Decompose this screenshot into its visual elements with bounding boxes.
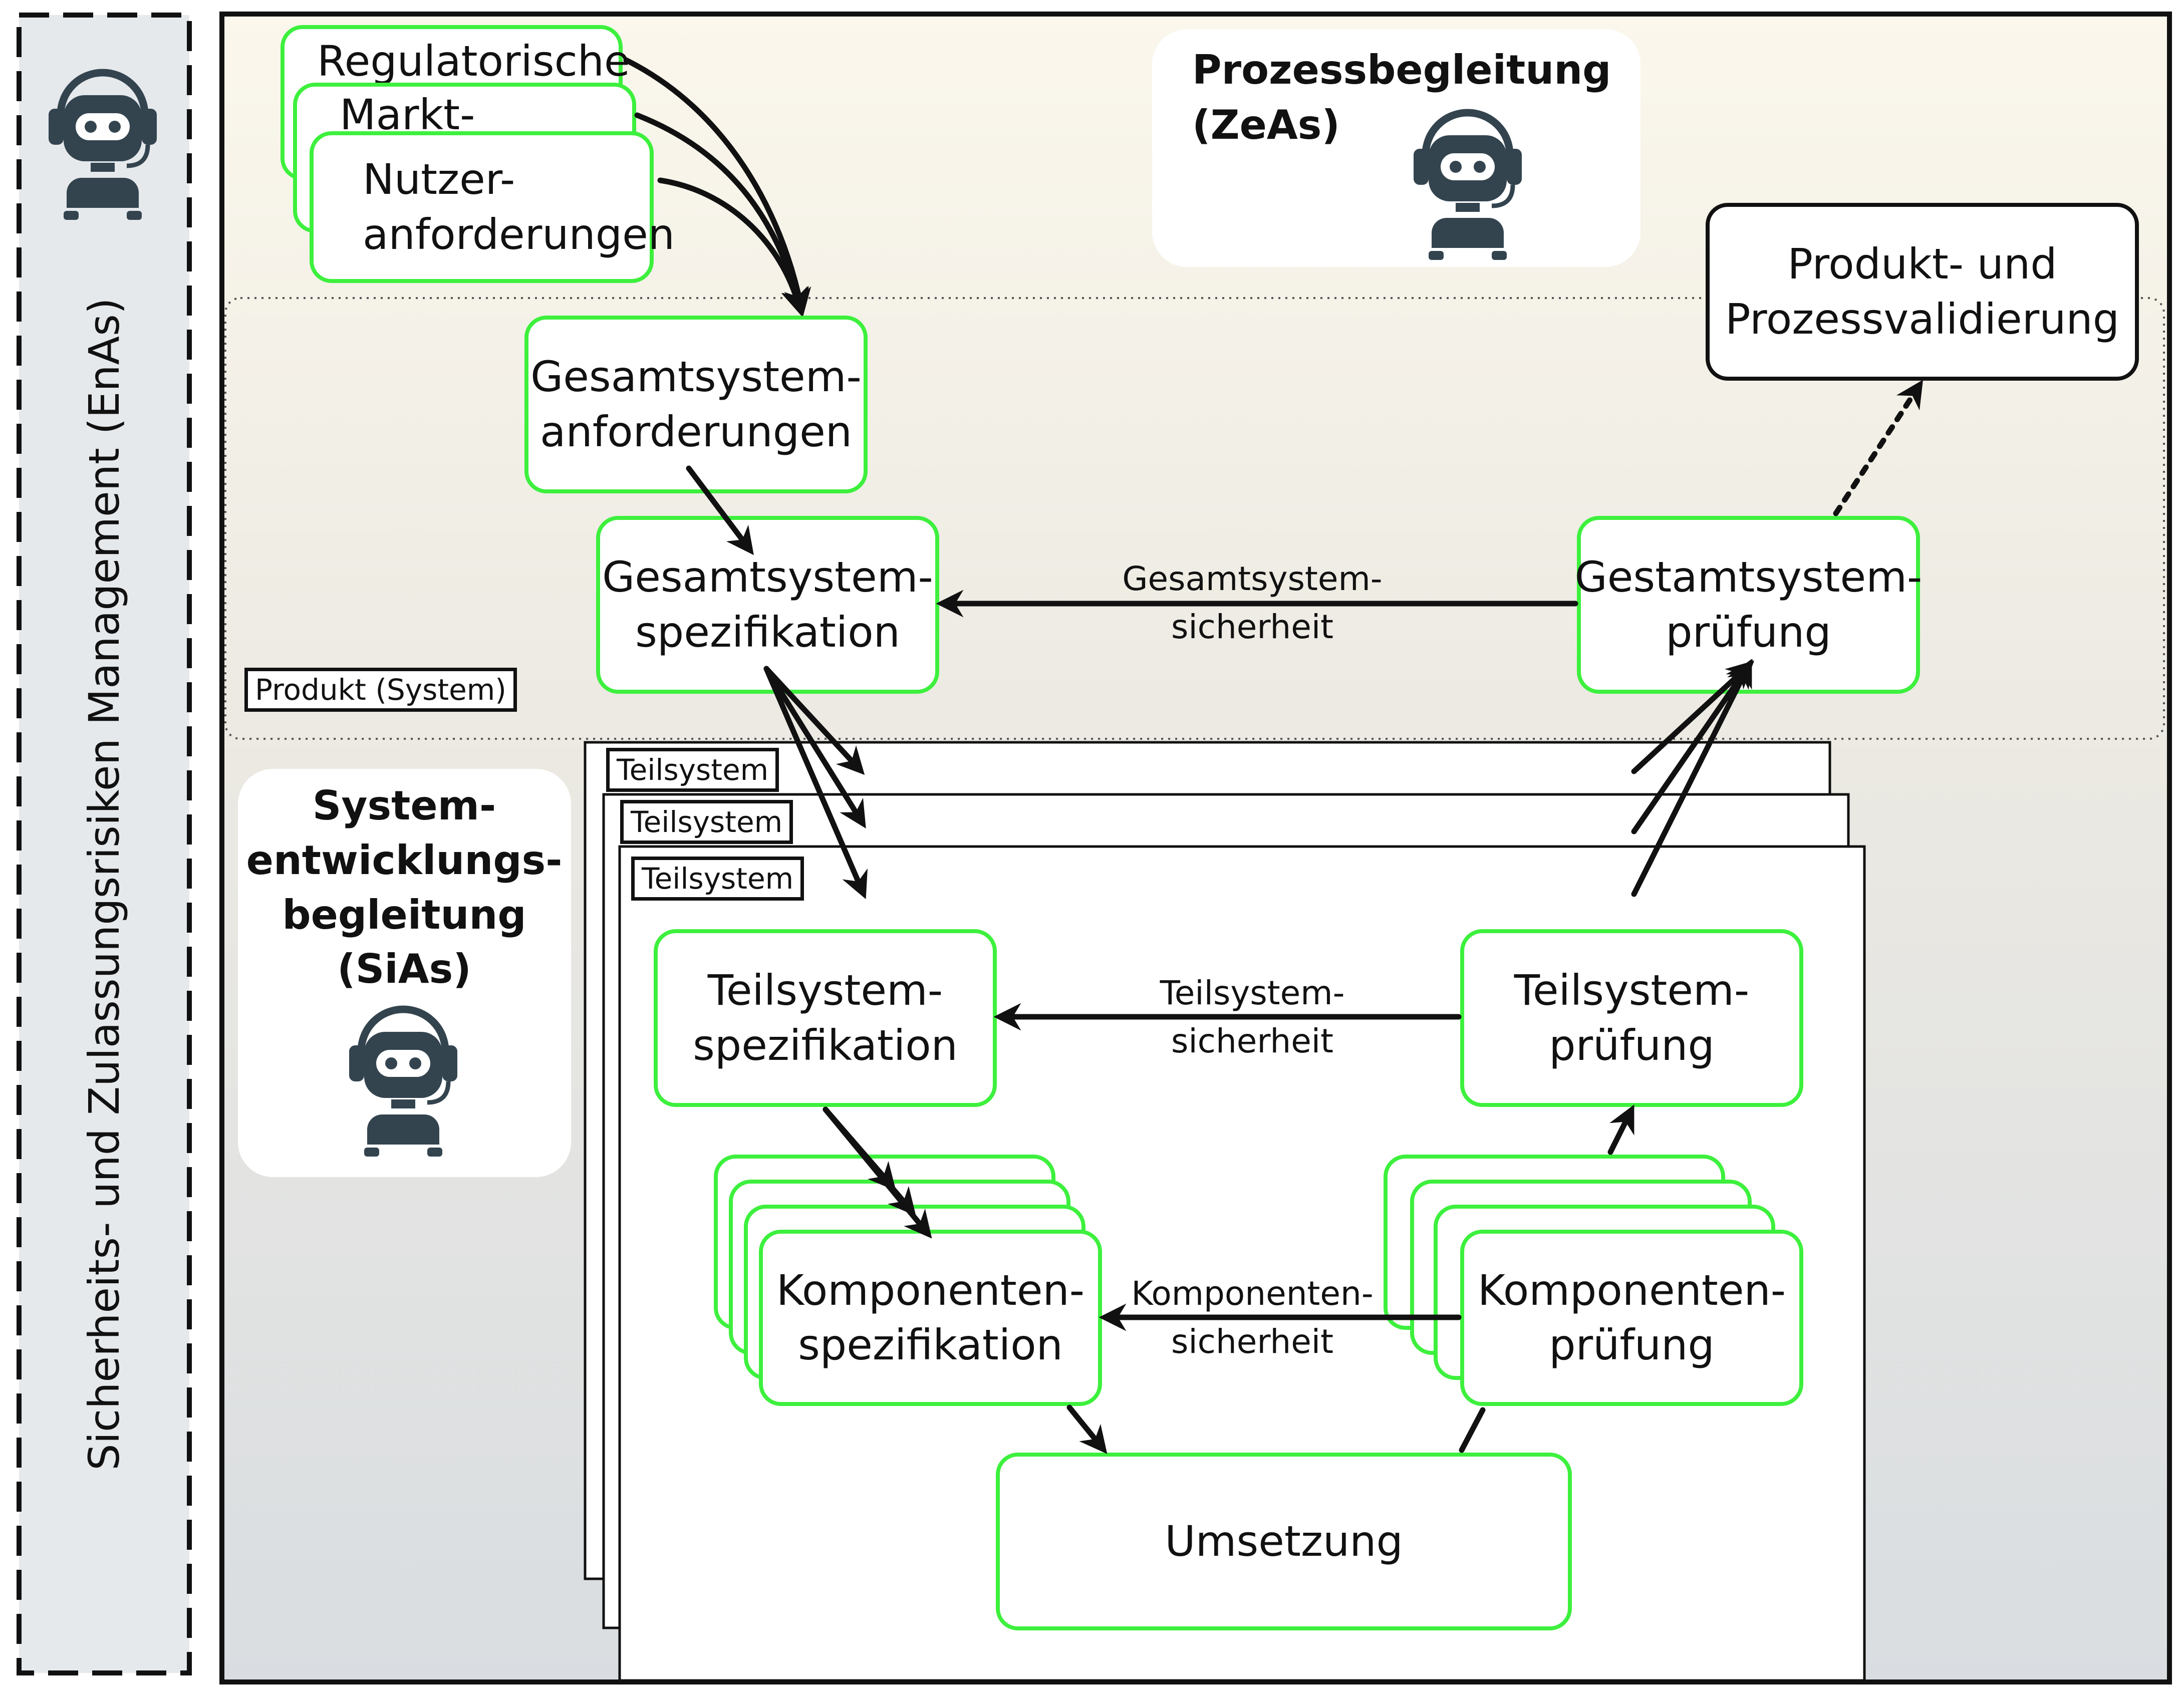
prozessbegleitung-card <box>1152 29 1641 267</box>
produkt-system-tag: Produkt (System) <box>244 668 517 712</box>
komponentensicherheit-line2: sicherheit <box>1171 1322 1334 1361</box>
gesamtsystem-spezifikation-box: Gesamtsystem- spezifikation <box>596 516 939 694</box>
komponentensicherheit-line1: Komponenten- <box>1131 1274 1374 1313</box>
robot-icon <box>1414 109 1522 260</box>
gesamtsystemsicherheit-label: Gesamtsystem- sicherheit <box>1122 555 1382 651</box>
komponenten-pruefung-line1: Komponenten- <box>1477 1265 1786 1315</box>
arrow-komp-umsetzung <box>1066 1404 1108 1454</box>
sias-title: System- entwicklungs- begleitung (SiAs) <box>246 779 563 997</box>
teilsystem-pruefung-line1: Teilsystem- <box>1514 966 1750 1015</box>
robot-icon <box>349 1005 457 1157</box>
validierung-line2: Prozessvalidierung <box>1725 294 2120 344</box>
komponenten-spezifikation-line1: Komponenten- <box>776 1265 1085 1315</box>
gesamtsystemsicherheit-line2: sicherheit <box>1171 607 1334 646</box>
teilsystemsicherheit-line1: Teilsystem- <box>1160 974 1345 1012</box>
teilsystemsicherheit-line2: sicherheit <box>1171 1021 1334 1060</box>
nutzer-label-1: Nutzer- <box>363 155 515 204</box>
arrow-markt <box>634 112 809 316</box>
sias-card <box>238 769 571 1177</box>
komponenten-spezifikation-line2: spezifikation <box>798 1320 1063 1369</box>
prozessbegleitung-title: Prozessbegleitung (ZeAs) <box>1192 43 1611 153</box>
arrow-teil-pruef-3 <box>1631 659 1752 897</box>
teilsystem-spezifikation-box: Teilsystem- spezifikation <box>654 929 997 1107</box>
gesamtsystem-anforderungen-line1: Gesamtsystem- <box>530 352 862 402</box>
komponenten-pruefung-box: Komponenten- prüfung <box>1460 1230 1803 1406</box>
markt-label: Markt- <box>340 90 475 139</box>
umsetzung-box: Umsetzung <box>996 1453 1572 1630</box>
komponenten-spezifikation-box: Komponenten- spezifikation <box>759 1230 1102 1406</box>
arrow-teil-pruef-2 <box>1631 659 1753 834</box>
umsetzung-label: Umsetzung <box>1165 1516 1403 1566</box>
teilsystem-pruefung-line2: prüfung <box>1549 1020 1715 1070</box>
validierung-line1: Produkt- und <box>1787 239 2057 289</box>
gesamtsystem-spezifikation-line2: spezifikation <box>635 607 900 657</box>
prozessbegleitung-line1: Prozessbegleitung <box>1192 47 1611 93</box>
komponentensicherheit-label: Komponenten- sicherheit <box>1131 1270 1373 1365</box>
nutzeranforderungen-box: Nutzer- anforderungen <box>310 131 675 283</box>
teilsystem-tag-1: Teilsystem <box>606 748 779 792</box>
sias-line1: System- <box>312 782 496 829</box>
gesamtsystem-pruefung-line2: prüfung <box>1666 607 1831 657</box>
gesamtsystem-anforderungen-line2: anforderungen <box>540 407 852 456</box>
arrow-validierung <box>1833 380 1924 516</box>
sias-line3: begleitung <box>282 891 526 938</box>
arrow-spez-teil-2 <box>763 666 866 829</box>
arrow-teil-pruef-1 <box>1631 660 1755 774</box>
komponenten-pruefung-line2: prüfung <box>1549 1320 1715 1369</box>
nutzer-label-2: anforderungen <box>363 209 675 259</box>
arrow-spez-teil-3 <box>763 666 868 900</box>
sias-line4: (SiAs) <box>337 946 471 993</box>
gesamtsystem-spezifikation-line1: Gesamtsystem- <box>602 552 933 602</box>
arrow-anforderungen-spezifikation <box>686 465 754 555</box>
validierung-box: Produkt- und Prozessvalidierung <box>1706 203 2139 381</box>
arrow-komp-teilpruef <box>1607 1104 1634 1155</box>
teilsystemsicherheit-label: Teilsystem- sicherheit <box>1160 969 1345 1065</box>
arrow-nutzer <box>657 177 808 316</box>
gesamtsystemsicherheit-line1: Gesamtsystem- <box>1122 559 1383 598</box>
arrow-spez-teil-1 <box>763 666 865 775</box>
line-umsetzung-kompruef <box>1459 1407 1486 1453</box>
regulatorische-label: Regulatorische <box>317 37 630 86</box>
arrow-teil-komp-3 <box>823 1106 932 1239</box>
teilsystem-tag-2: Teilsystem <box>620 800 793 844</box>
prozessbegleitung-line2: (ZeAs) <box>1192 102 1340 149</box>
teilsystem-spezifikation-line2: spezifikation <box>693 1020 958 1070</box>
teilsystem-tag-3: Teilsystem <box>631 857 804 901</box>
robot-icon <box>49 69 157 220</box>
teilsystem-spezifikation-line1: Teilsystem- <box>707 966 943 1015</box>
gesamtsystem-pruefung-line1: Gestamtsystem- <box>1574 552 1923 602</box>
arrow-regulatorische <box>623 57 811 317</box>
gesamtsystem-anforderungen-box: Gesamtsystem- anforderungen <box>524 316 868 493</box>
sias-line2: entwicklungs- <box>246 836 563 884</box>
